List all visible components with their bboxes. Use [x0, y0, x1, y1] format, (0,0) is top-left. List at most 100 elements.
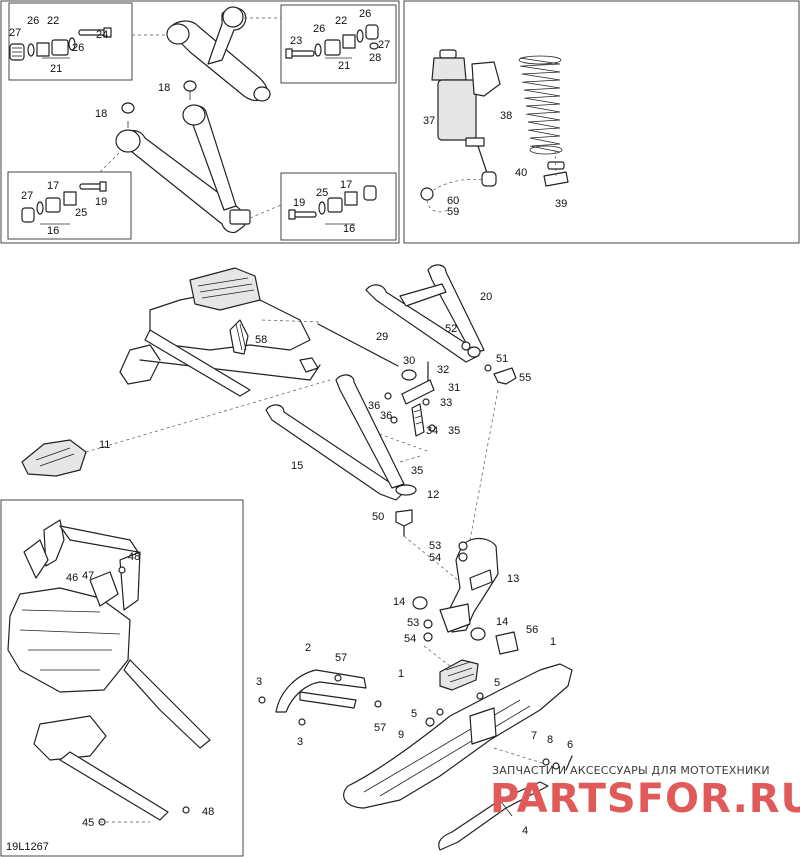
- nut-9: [425, 717, 435, 727]
- callout-8: 8: [547, 734, 553, 746]
- callout-1-b: 1: [398, 668, 404, 680]
- ball-joint-50: [395, 509, 413, 527]
- callout-26-b: 26: [72, 42, 84, 54]
- callout-25-a: 25: [75, 207, 87, 219]
- upper-a-arm-detail: [9, 6, 379, 234]
- chassis-lower-tube: [144, 329, 251, 397]
- bushing-17: [63, 191, 77, 206]
- ski-saddle: [469, 707, 497, 745]
- callout-38: 38: [500, 110, 512, 122]
- ski-pad-1: [439, 659, 479, 691]
- callout-3-a: 3: [256, 676, 262, 688]
- washer-18-left: [121, 102, 135, 114]
- chassis-front-view: [7, 587, 131, 693]
- shock-detail-frame: [403, 0, 800, 244]
- callout-51: 51: [496, 353, 508, 365]
- callout-25-b: 25: [316, 187, 328, 199]
- callout-60: 60: [447, 195, 459, 207]
- callout-15: 15: [291, 460, 303, 472]
- nut-27-d: [363, 185, 377, 201]
- callout-16-a: 16: [47, 225, 59, 237]
- callout-19-b: 19: [293, 197, 305, 209]
- callout-4: 4: [522, 825, 528, 837]
- callout-53-b: 53: [407, 617, 419, 629]
- callout-5-b: 5: [411, 708, 417, 720]
- nut-51: [484, 364, 492, 372]
- upper-arm-bushing-left: [166, 23, 190, 45]
- callout-54-a: 54: [429, 552, 441, 564]
- callout-9: 9: [398, 729, 404, 741]
- sway-bar-link-29: [317, 323, 399, 367]
- bushing-22: [36, 42, 50, 57]
- callout-35-a: 35: [448, 425, 460, 437]
- bolt-24-head: [103, 27, 112, 38]
- hardware-inset-top-left: [9, 27, 112, 61]
- callout-18-a: 18: [158, 82, 170, 94]
- callout-27-b: 27: [378, 39, 390, 51]
- callout-26-c: 26: [313, 23, 325, 35]
- washer-25-b: [318, 201, 326, 215]
- diagram-code: 19L1267: [6, 841, 49, 853]
- callout-57-a: 57: [335, 652, 347, 664]
- lower-arm-bracket: [229, 209, 251, 225]
- callout-14-b: 14: [496, 616, 508, 628]
- chassis-detail-frame: [0, 499, 244, 857]
- ski-runner-4: [438, 781, 549, 851]
- bushing-17-b: [344, 191, 358, 206]
- nut-57a: [334, 674, 342, 682]
- bolt-19: [79, 183, 103, 190]
- bushing-30: [401, 369, 417, 381]
- callout-30: 30: [403, 355, 415, 367]
- callout-46: 46: [66, 572, 78, 584]
- callout-57-b: 57: [374, 722, 386, 734]
- nut-7: [542, 758, 550, 766]
- callout-26-a: 26: [27, 15, 39, 27]
- callout-22-b: 22: [335, 15, 347, 27]
- callout-32: 32: [437, 364, 449, 376]
- callout-14-a: 14: [393, 596, 405, 608]
- washer-53b: [423, 619, 433, 629]
- screw-3b: [298, 718, 306, 726]
- callout-58: 58: [255, 334, 267, 346]
- callout-6: 6: [567, 739, 573, 751]
- callout-21-b: 21: [338, 60, 350, 72]
- nut-60: [420, 187, 434, 201]
- shock-top-mount: [439, 49, 457, 59]
- nut-48a: [118, 566, 126, 574]
- sleeve-21-b: [324, 39, 341, 56]
- chassis-front-frame: [119, 267, 321, 397]
- lower-a-arm-15: [265, 404, 405, 501]
- callout-1-a: 1: [550, 636, 556, 648]
- o-ring-12: [395, 484, 417, 496]
- callout-labels: 26 22 27 26 24 21 26 22 26 23 27 28 21 1…: [9, 8, 573, 837]
- washer-5a: [436, 708, 444, 716]
- inset-frame-bottom-left: [7, 171, 132, 240]
- bracket-46: [89, 571, 119, 607]
- callout-40: 40: [515, 167, 527, 179]
- bushing-56: [495, 631, 519, 655]
- watermark-tagline: ЗАПЧАСТИ И АКСЕССУАРЫ ДЛЯ МОТОТЕХНИКИ: [492, 764, 770, 777]
- callout-36-b: 36: [380, 410, 392, 422]
- bushing-22-b: [342, 34, 356, 49]
- ball-joint-55: [493, 367, 517, 385]
- upper-arm-ball-socket: [253, 86, 271, 102]
- callout-5-a: 5: [494, 677, 500, 689]
- callout-53-a: 53: [429, 540, 441, 552]
- shock-reservoir: [471, 61, 501, 97]
- callout-50: 50: [372, 511, 384, 523]
- callout-27-a: 27: [9, 27, 21, 39]
- washer-26-b: [68, 37, 76, 51]
- callout-39: 39: [555, 198, 567, 210]
- callout-13: 13: [507, 573, 519, 585]
- callout-16-b: 16: [343, 223, 355, 235]
- skid-plate-11: [21, 439, 87, 477]
- callout-33: 33: [440, 397, 452, 409]
- callout-29: 29: [376, 331, 388, 343]
- callout-45: 45: [82, 817, 94, 829]
- lower-frame-tube: [123, 659, 211, 749]
- watermark-logo: PARTSFOR.RU: [490, 776, 800, 822]
- washer-8: [552, 762, 560, 770]
- callout-35-b: 35: [411, 465, 423, 477]
- callout-48-a: 48: [128, 551, 140, 563]
